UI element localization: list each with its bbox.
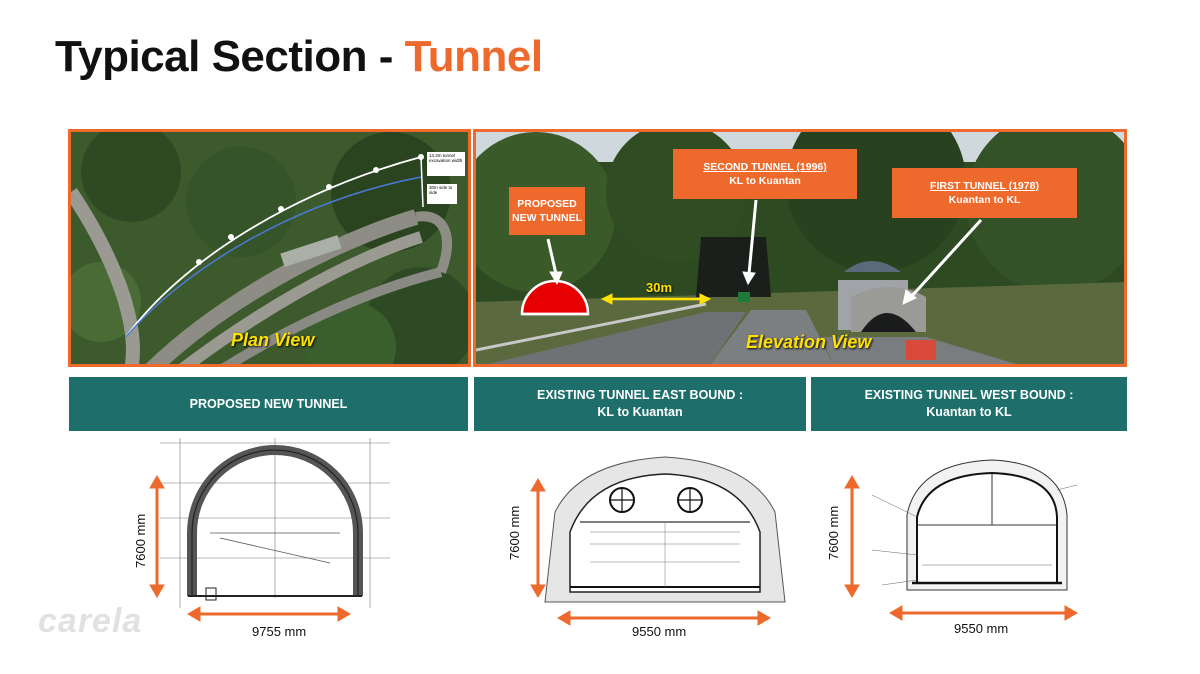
west-width-label: 9550 mm — [954, 621, 1009, 636]
second-tunnel-title: SECOND TUNNEL (1996) — [703, 161, 827, 173]
proposed-tunnel-callout: PROPOSED NEW TUNNEL — [509, 187, 585, 235]
header-west-line2: Kuantan to KL — [926, 405, 1012, 419]
second-tunnel-route: KL to Kuantan — [729, 175, 801, 187]
section-header-west: EXISTING TUNNEL WEST BOUND : Kuantan to … — [811, 377, 1127, 431]
header-west-line1: EXISTING TUNNEL WEST BOUND : — [864, 388, 1074, 402]
proposed-callout-text: PROPOSED NEW TUNNEL — [512, 198, 582, 224]
section-header-east: EXISTING TUNNEL EAST BOUND : KL to Kuant… — [474, 377, 806, 431]
page-title: Typical Section - Tunnel — [55, 32, 543, 82]
elevation-view-panel: PROPOSED NEW TUNNEL SECOND TUNNEL (1996)… — [473, 129, 1127, 367]
west-section-drawing — [871, 459, 1078, 591]
plan-note-side: 30m side to side — [429, 185, 453, 195]
section-header-proposed: PROPOSED NEW TUNNEL — [69, 377, 468, 431]
plan-note-width: 13.3m tunnel excavation width — [429, 153, 463, 163]
west-height-label: 7600 mm — [826, 505, 841, 560]
header-east-line1: EXISTING TUNNEL EAST BOUND : — [536, 388, 744, 402]
plan-view-panel: 13.3m tunnel excavation width 30m side t… — [68, 129, 471, 367]
proposed-width-label: 9755 mm — [252, 624, 307, 639]
title-main: Typical Section - — [55, 32, 405, 81]
elevation-view-label: Elevation View — [746, 332, 872, 352]
plan-view-label: Plan View — [231, 330, 315, 350]
proposed-section-drawing — [160, 438, 390, 608]
header-east-line2: KL to Kuantan — [597, 405, 683, 419]
east-section-drawing — [544, 456, 786, 603]
first-tunnel-callout: FIRST TUNNEL (1978) Kuantan to KL — [892, 168, 1077, 218]
east-width-label: 9550 mm — [632, 624, 687, 639]
first-tunnel-title: FIRST TUNNEL (1978) — [930, 180, 1039, 192]
east-height-label: 7600 mm — [507, 505, 522, 560]
proposed-height-label: 7600 mm — [133, 513, 148, 568]
plan-aerial-image — [71, 132, 468, 364]
carela-watermark: carela — [38, 602, 143, 640]
distance-label: 30m — [646, 280, 673, 295]
header-proposed-text: PROPOSED NEW TUNNEL — [189, 396, 348, 411]
first-tunnel-route: Kuantan to KL — [948, 194, 1021, 206]
title-accent: Tunnel — [404, 32, 543, 81]
second-tunnel-callout: SECOND TUNNEL (1996) KL to Kuantan — [673, 149, 857, 199]
